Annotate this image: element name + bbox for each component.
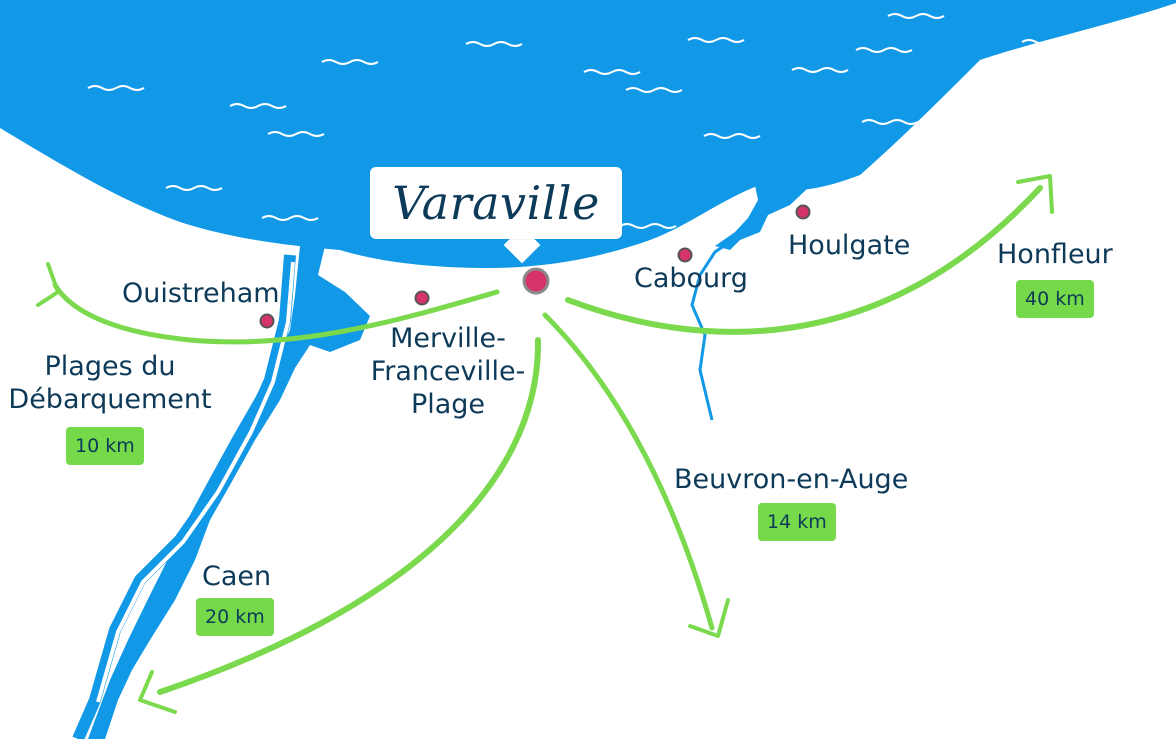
arrow-beuvron-head <box>688 598 730 638</box>
canal <box>72 254 296 739</box>
arrow-beuvron <box>542 312 715 631</box>
arrow-caen-head <box>138 670 177 714</box>
location-callout <box>370 167 622 239</box>
dot-cabourg <box>677 247 693 263</box>
dot-merville <box>414 290 430 306</box>
label-beuvron: Beuvron-en-Auge <box>674 464 909 495</box>
arrow-plages-head <box>36 262 60 307</box>
arrows <box>36 174 1054 714</box>
badge-plages-distance: 10 km <box>66 427 144 465</box>
dives-estuary <box>715 180 808 250</box>
label-plages: Plages du Débarquement <box>8 350 211 416</box>
label-merville-line3: Plage <box>410 389 486 420</box>
badge-honfleur-distance: 40 km <box>1016 280 1094 318</box>
arrow-honfleur <box>565 185 1043 335</box>
label-honfleur: Honfleur <box>997 239 1113 270</box>
arrow-honfleur-head <box>1016 174 1054 214</box>
varaville-marker <box>522 267 550 295</box>
badge-beuvron-distance: 14 km <box>758 503 836 541</box>
dot-houlgate <box>795 204 811 220</box>
badge-caen-distance: 20 km <box>196 598 274 636</box>
callout-title: Varaville <box>392 176 600 230</box>
waves <box>87 13 1079 229</box>
arrow-caen <box>157 337 542 695</box>
label-ouistreham: Ouistreham <box>122 278 280 309</box>
label-merville: Merville- Franceville- Plage <box>371 322 526 421</box>
label-merville-line2: Franceville- <box>370 356 526 387</box>
label-houlgate: Houlgate <box>788 230 911 261</box>
label-cabourg: Cabourg <box>634 263 748 294</box>
dives-river <box>690 204 762 421</box>
sea <box>0 0 1176 268</box>
orne-river <box>88 246 370 739</box>
dot-ouistreham <box>259 313 275 329</box>
label-plages-line2: Débarquement <box>8 384 212 415</box>
arrow-plages <box>52 282 500 345</box>
label-caen: Caen <box>202 561 272 592</box>
label-merville-line1: Merville- <box>390 323 506 354</box>
label-plages-line1: Plages du <box>44 351 176 382</box>
town-dots <box>259 204 811 329</box>
